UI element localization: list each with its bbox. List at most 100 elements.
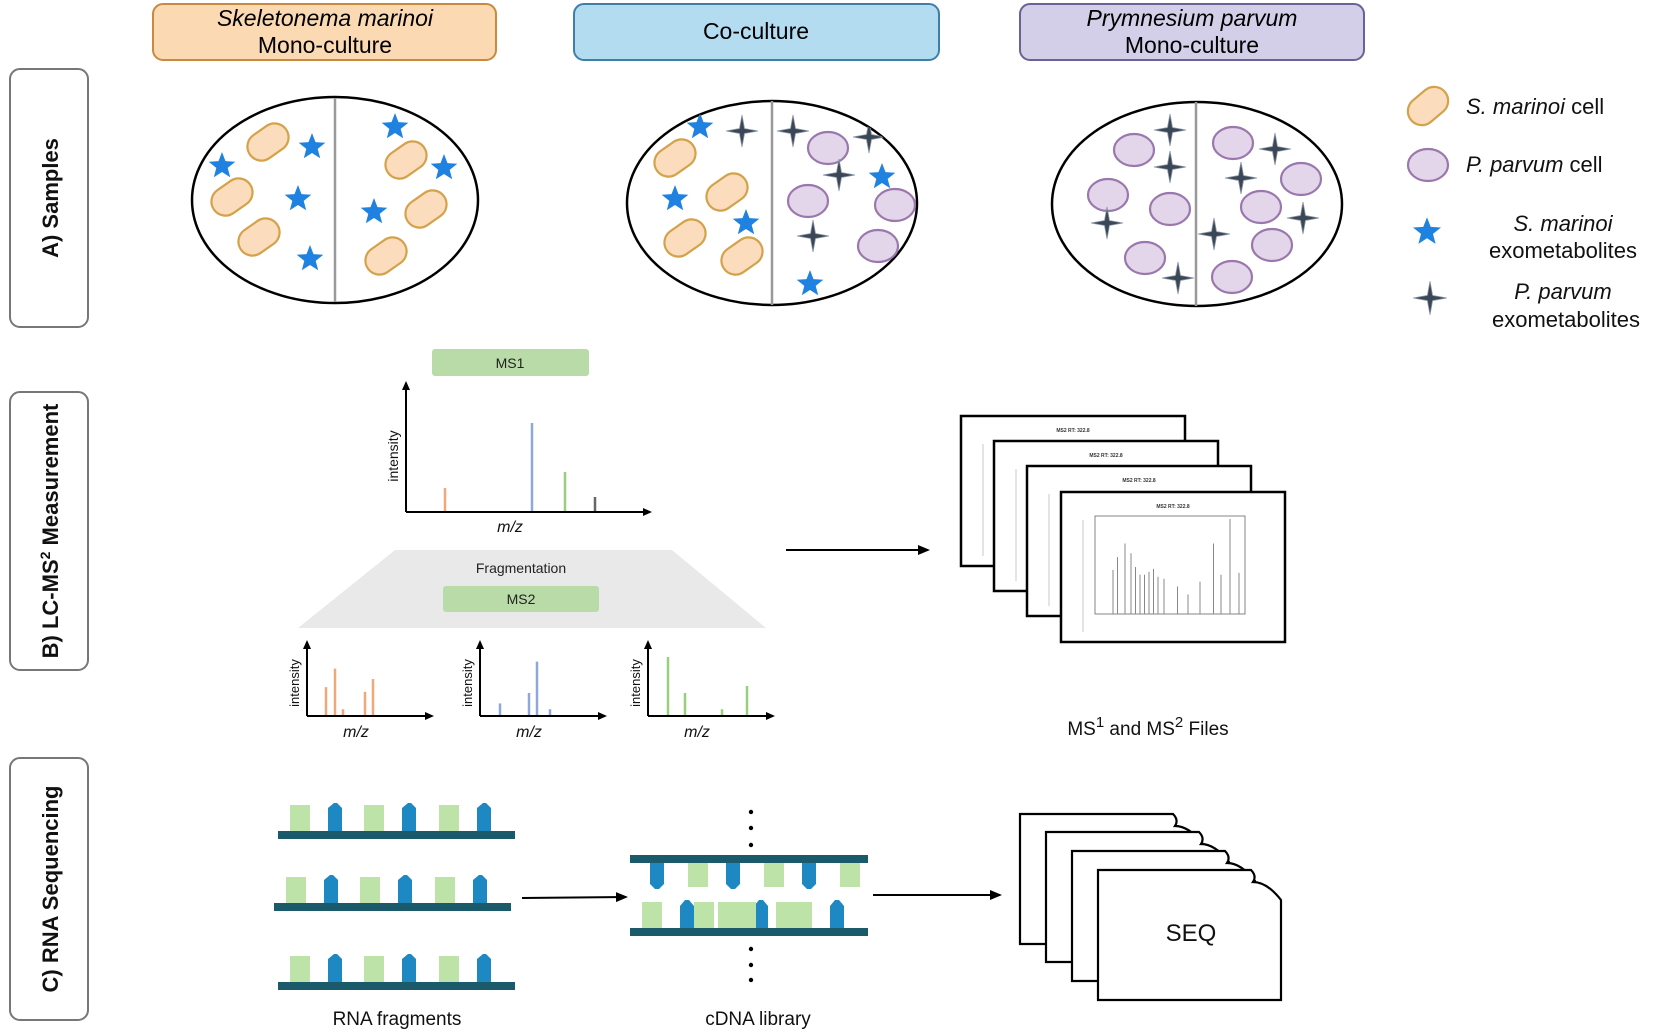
section-tab-lcms: B) LC-MS2 Measurement (9, 391, 89, 671)
seq-file-page (1096, 868, 1283, 1002)
sm-exometabolite-icon (381, 113, 409, 139)
ms2-box (443, 586, 599, 612)
rna-base (439, 805, 459, 831)
pp-exometabolite-icon (1224, 161, 1258, 195)
sm-exometabolite-icon (284, 185, 312, 211)
sm-exometabolite-icon (868, 163, 896, 189)
pp-cell-icon (873, 187, 917, 223)
header-sm-mono-line2: Mono-culture (258, 32, 392, 58)
cdna-base (726, 863, 740, 889)
sm-cell-icon (653, 138, 697, 178)
rna-backbone (274, 903, 511, 911)
seq-file-sheet (1096, 868, 1283, 1002)
cdna-library-caption: cDNA library (705, 1009, 811, 1030)
sm-exometabolite-icon (360, 198, 388, 224)
sm-cell-icon (663, 218, 707, 258)
ms-files-caption: MS1 and MS2 Files (1067, 714, 1228, 741)
pp-cell-icon (1406, 147, 1450, 183)
section-tab-samples: A) Samples (9, 68, 89, 328)
sm-exometabolite-icon (298, 133, 326, 159)
section-label-lcms: B) LC-MS2 Measurement (37, 403, 63, 658)
ms-file-title: MS2 RT: 322.8 (1122, 478, 1156, 484)
rna-fragment (274, 875, 511, 911)
ms2-mz-label: m/z (684, 724, 710, 741)
ms-file-page (1059, 490, 1287, 644)
rna-base (290, 805, 310, 831)
rna-base (324, 875, 338, 903)
header-sm-mono-line1: Skeletonema marinoi (217, 5, 434, 31)
rna-to-cdna-arrow (521, 892, 628, 903)
ms-file-front-plot (1094, 515, 1246, 615)
fragmentation-block: Fragmentation MS2 (298, 550, 766, 628)
sm-cell-icon (1406, 85, 1450, 127)
pp-exometabolite-icon (1258, 132, 1292, 166)
legend-sm-exo-label: exometabolites (1489, 238, 1637, 263)
ellipsis-dot (748, 809, 754, 815)
pp-exometabolite-icon (822, 158, 856, 192)
header-sm-mono: Skeletonema marinoi Mono-culture (152, 3, 497, 61)
sm-cell-icon (210, 177, 254, 217)
cdna-base (776, 902, 796, 928)
rna-base (286, 877, 306, 903)
rna-fragments-caption: RNA fragments (333, 1009, 462, 1030)
ms1-box (432, 349, 589, 376)
ellipsis-dot (748, 946, 754, 952)
sm-exometabolite-icon (208, 152, 236, 178)
pp-cell-icon (1148, 191, 1192, 227)
pp-exometabolite-icon (1153, 113, 1187, 147)
dish-sm-mono (190, 95, 480, 305)
ellipsis-dot (748, 825, 754, 831)
section-label-samples: A) Samples (38, 138, 63, 258)
rna-backbone (278, 831, 515, 839)
cdna-base (802, 863, 816, 889)
pp-exometabolite-icon (776, 114, 810, 148)
pp-exometabolite-icon (1090, 206, 1124, 240)
pp-cell-icon (806, 130, 850, 166)
cdna-base (680, 900, 694, 928)
pp-exometabolite-icon (1286, 201, 1320, 235)
rna-fragments (274, 803, 515, 990)
section-label-rna: C) RNA Sequencing (38, 786, 63, 993)
pp-cell-icon (1112, 132, 1156, 168)
rna-backbone (278, 982, 515, 990)
ms-file-title: MS2 RT: 322.8 (1089, 453, 1123, 459)
pp-cell-icon (1123, 240, 1167, 276)
ellipsis-dot (748, 842, 754, 848)
sm-cell-icon (720, 236, 764, 276)
ellipsis-dot (748, 977, 754, 983)
pp-exometabolite-icon (1413, 281, 1447, 315)
pp-cell-icon (856, 228, 900, 264)
rna-base (477, 954, 491, 982)
legend: S. marinoi cell P. parvum cell S. marino… (1406, 85, 1640, 332)
pp-exometabolite-icon (796, 219, 830, 253)
cdna-base (718, 902, 738, 928)
rna-base (360, 877, 380, 903)
ms-file-title: MS2 RT: 322.8 (1156, 504, 1190, 510)
cdna-base (840, 863, 860, 887)
cdna-bottom-strand (630, 928, 868, 936)
cdna-base (694, 902, 714, 928)
pp-cell-icon (1279, 161, 1323, 197)
sm-cell-icon (237, 217, 281, 257)
rna-fragment (278, 954, 515, 990)
dish-pp-mono (1050, 100, 1344, 308)
sm-cell-icon (246, 122, 290, 162)
seq-file-stack: SEQ (1018, 812, 1283, 1002)
ms1-block: MS1 intensity m/z (385, 349, 652, 536)
legend-pp-cell: P. parvum cell (1466, 152, 1603, 177)
legend-pp-exo-label: exometabolites (1492, 307, 1640, 332)
rna-fragment (278, 803, 515, 839)
rna-base (328, 954, 342, 982)
rna-base (290, 956, 310, 982)
sm-cell-icon (364, 236, 408, 276)
ms2-mz-label: m/z (343, 724, 369, 741)
cdna-base (650, 863, 664, 889)
pp-exometabolite-icon (725, 114, 759, 148)
cdna-base (792, 902, 812, 928)
legend-pp-exo-name: P. parvum (1514, 279, 1611, 304)
header-pp-mono-line2: Mono-culture (1125, 32, 1259, 58)
cdna-base (830, 900, 844, 928)
